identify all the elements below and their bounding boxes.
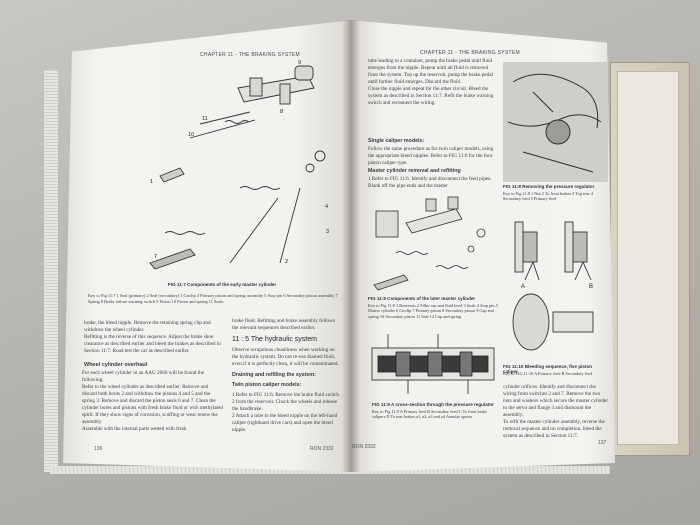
right-figure-key-4: Key to Fig 11:9 A Primary feed B Seconda…: [372, 409, 488, 420]
left-body-col1b: For each wheel cylinder in an AAU 2066 w…: [82, 370, 223, 432]
page-edges: [44, 69, 58, 473]
left-body-col2b: Observe scrupulous cleanliness when work…: [232, 347, 339, 367]
right-footer-code: RON 2332: [352, 444, 376, 450]
later-master-cylinder-diagram: [373, 196, 486, 291]
left-body-col2c: 1 Refer to FIG 11:6. Remove the brake fl…: [232, 392, 339, 433]
left-subhead-col2: Draining and refilling the system:: [232, 372, 316, 378]
right-figure-key-1: Key to Fig 11:8 1 Nut 2 To front brakes …: [503, 191, 593, 202]
right-page-number: 137: [598, 440, 607, 446]
right-figure-key-2: Key to Fig 11:9 1 Reservoir 2 Filler cap…: [368, 303, 498, 319]
right-figure-caption-4: FIG 11:9 A cross-section through the pre…: [372, 402, 494, 407]
left-footer-code: RON 2332: [310, 446, 334, 452]
svg-text:11: 11: [202, 116, 208, 122]
svg-text:7: 7: [154, 254, 157, 260]
pressure-regulator-photo: [503, 62, 608, 182]
svg-text:B: B: [589, 284, 593, 290]
right-body-b: 1 Refer to FIG 11:6. Identify and discon…: [368, 176, 492, 189]
bleeding-sequence-diagram: A B: [512, 221, 594, 351]
left-page-number: 136: [94, 446, 103, 452]
right-figure-caption-2: FIG 11:9 Components of the later master …: [368, 296, 476, 301]
right-body-top: tube leading to a container, pump the br…: [368, 58, 494, 106]
svg-text:1: 1: [150, 179, 153, 185]
svg-text:8: 8: [280, 109, 283, 115]
svg-text:4: 4: [325, 204, 328, 210]
master-cylinder-diagram: 11 10 9 8 1 4 3 2 7: [149, 60, 329, 270]
right-figure-caption-1: FIG 11:8 Removing the pressure regulator: [503, 184, 595, 189]
right-body-c: cylinder orifices. Identify and disconne…: [503, 384, 609, 439]
right-body-a: Follow the same procedure as for twin ca…: [368, 146, 494, 166]
svg-text:9: 9: [298, 60, 301, 66]
right-figure-caption-3: FIG 11:10 Bleeding sequence, five piston…: [503, 364, 593, 374]
left-body-col2: brake fluid. Refitting and brake assembl…: [232, 318, 335, 331]
left-page-header: CHAPTER 11 - THE BRAKING SYSTEM: [200, 52, 300, 58]
left-page: [63, 20, 354, 472]
right-subhead-a: Single caliper models:: [368, 138, 425, 144]
right-page-header: CHAPTER 11 - THE BRAKING SYSTEM: [420, 50, 520, 56]
right-subhead-b: Master cylinder removal and refitting: [368, 168, 461, 174]
left-body-col1: brake, the bleed nipple. Remove the reta…: [84, 320, 221, 354]
left-figure-caption: FIG 11:7 Components of the early master …: [168, 282, 277, 287]
left-subhead-col2b: Twin piston caliper models:: [232, 382, 302, 388]
svg-text:3: 3: [326, 229, 329, 235]
right-figure-key-3: Key to FIG 11:10 A Primary feed B Second…: [503, 371, 592, 376]
endpaper: [617, 71, 679, 445]
svg-text:2: 2: [285, 259, 288, 265]
left-section-heading: 11 : 5 The hydraulic system: [232, 336, 317, 343]
left-figure-key: Key to Fig 11:7 1 Seal (primary) 2 Seal …: [88, 293, 338, 304]
left-subhead-col1: Wheel cylinder overhaul: [84, 362, 148, 368]
book-back-cover: [610, 62, 690, 456]
svg-text:10: 10: [188, 132, 194, 138]
book-gutter: [342, 20, 360, 472]
svg-text:A: A: [521, 284, 525, 290]
pressure-regulator-cross-section: [371, 334, 495, 394]
